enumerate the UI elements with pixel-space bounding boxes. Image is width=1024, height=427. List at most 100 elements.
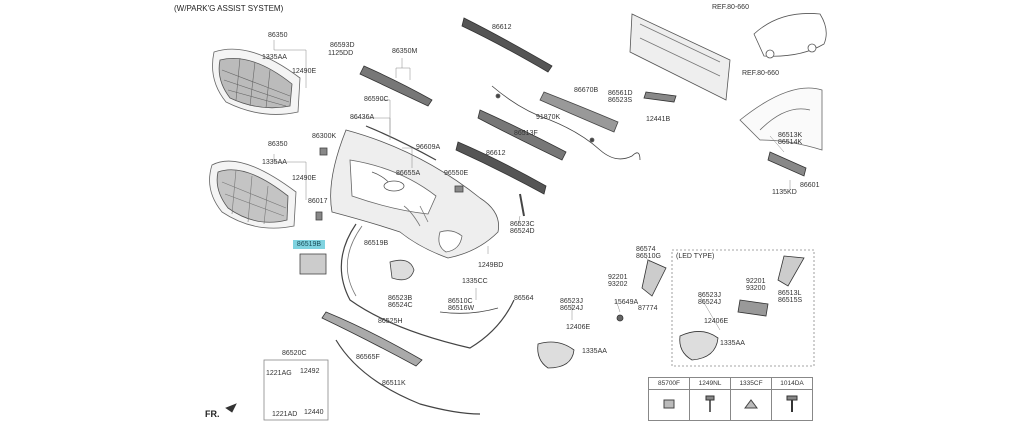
front-direction-label: FR.	[205, 409, 220, 419]
legend-header[interactable]: 1335CF	[730, 377, 772, 390]
vehicle-silhouette	[753, 13, 827, 59]
clip-86017	[315, 211, 323, 221]
skid-plate	[321, 311, 423, 367]
reference-label[interactable]: REF.80-660	[742, 70, 779, 77]
part-label[interactable]: 86524D	[510, 228, 535, 235]
part-label[interactable]: 1125DD	[328, 50, 354, 57]
part-label[interactable]: 86436A	[350, 114, 375, 121]
part-label[interactable]: 86510C	[448, 298, 473, 305]
part-label[interactable]: 1249BD	[478, 262, 504, 269]
part-label[interactable]: 86564	[514, 295, 534, 302]
part-label[interactable]: 1135KD	[772, 189, 797, 196]
part-label[interactable]: 1335AA	[262, 54, 287, 61]
part-label[interactable]: 86612	[486, 150, 506, 157]
part-label[interactable]: 86561D	[608, 90, 633, 97]
part-label[interactable]: 12490E	[292, 68, 317, 75]
legend-header[interactable]: 85700F	[648, 377, 690, 390]
part-label[interactable]: 86593D	[330, 42, 355, 49]
bracket-86561d	[643, 91, 677, 103]
part-label[interactable]: 86670B	[574, 87, 599, 94]
part-label[interactable]: 86524J	[698, 299, 721, 306]
part-label[interactable]: 93200	[746, 285, 766, 292]
part-label[interactable]: 86514K	[778, 139, 803, 146]
reference-label[interactable]: REF.80-660	[712, 4, 749, 11]
part-label[interactable]: 93202	[608, 281, 628, 288]
part-label[interactable]: 86524C	[388, 302, 413, 309]
upper-grille	[212, 48, 301, 115]
part-label[interactable]: 96550E	[444, 170, 469, 177]
part-label[interactable]: 86516W	[448, 305, 475, 312]
part-label[interactable]: 12406E	[704, 318, 729, 325]
bracket-86670b	[539, 91, 619, 133]
part-label[interactable]: 86612	[492, 24, 512, 31]
part-label[interactable]: 12440	[304, 409, 324, 416]
part-label[interactable]: 86655A	[396, 170, 421, 177]
grille-strip	[359, 65, 433, 107]
part-label[interactable]: 86513L	[778, 290, 802, 297]
part-label[interactable]: 91870K	[536, 114, 561, 121]
part-label[interactable]: 86590C	[364, 96, 389, 103]
bumper-beam	[629, 13, 731, 101]
legend-header[interactable]: 1014DA	[771, 377, 813, 390]
highlighted-part-label[interactable]: 86519B	[293, 240, 325, 249]
part-label[interactable]: 86017	[308, 198, 328, 205]
lower-lip	[340, 223, 515, 349]
lip-molding	[439, 307, 499, 314]
part-label[interactable]: 86565F	[356, 354, 380, 361]
part-label[interactable]: 86601	[800, 182, 820, 189]
part-label[interactable]: 15649A	[614, 299, 639, 306]
led-type-box	[671, 249, 815, 367]
part-label[interactable]: 86523S	[608, 97, 633, 104]
part-label[interactable]: 86520C	[282, 350, 307, 357]
part-label[interactable]: 86519B	[364, 240, 389, 247]
fog-lamp	[616, 314, 624, 322]
lower-spoiler	[335, 339, 481, 415]
part-label[interactable]: 86513K	[778, 132, 803, 139]
part-label[interactable]: 92201	[608, 274, 628, 281]
bumper-cover	[330, 129, 499, 259]
legend-header[interactable]: 1249NL	[689, 377, 731, 390]
nut-1335cf-icon	[730, 389, 772, 421]
molding-86436a	[365, 125, 437, 161]
part-label[interactable]: 92201	[746, 278, 766, 285]
part-label[interactable]: 86525H	[378, 318, 403, 325]
part-label[interactable]: 1335CC	[462, 278, 488, 285]
led-bracket	[777, 255, 805, 287]
screw-1249nl-icon	[689, 389, 731, 421]
part-label[interactable]: 1221AG	[266, 370, 292, 377]
clip-96550e	[454, 185, 464, 193]
part-label[interactable]: 86300K	[312, 133, 337, 140]
part-label[interactable]: 1335AA	[582, 348, 607, 355]
part-label[interactable]: 1335AA	[262, 159, 287, 166]
part-label[interactable]: 86523C	[510, 221, 535, 228]
part-label[interactable]: 86511K	[382, 380, 406, 387]
part-label[interactable]: 86523J	[560, 298, 583, 305]
diagram-title: (W/PARK'G ASSIST SYSTEM)	[174, 4, 284, 13]
fog-cover-left	[389, 259, 415, 281]
part-label[interactable]: 86350	[268, 141, 288, 148]
lower-grille	[209, 160, 297, 229]
part-label[interactable]: 1221AD	[272, 411, 298, 418]
part-label[interactable]: 12406E	[566, 324, 591, 331]
part-label[interactable]: 86510G	[636, 253, 661, 260]
part-label[interactable]: 96609A	[416, 144, 441, 151]
part-label[interactable]: 86574	[636, 246, 656, 253]
fastener-legend-table: 85700F 1249NL 1335CF 1014DA	[648, 377, 813, 421]
part-label[interactable]: 12490E	[292, 175, 317, 182]
part-label[interactable]: 86350	[268, 32, 288, 39]
part-label[interactable]: 1335AA	[720, 340, 745, 347]
part-label[interactable]: 86524J	[560, 305, 583, 312]
front-arrow-icon	[225, 403, 237, 413]
part-label[interactable]: 86523B	[388, 295, 413, 302]
part-label[interactable]: 87774	[638, 305, 658, 312]
part-label[interactable]: 12492	[300, 368, 320, 375]
led-cover	[679, 331, 719, 361]
part-label[interactable]: 86523J	[698, 292, 721, 299]
part-label[interactable]: 12441B	[646, 116, 671, 123]
fender	[739, 87, 823, 151]
sensor-bracket	[519, 193, 525, 217]
part-label[interactable]: 86350M	[392, 48, 418, 55]
part-label[interactable]: 86515S	[778, 297, 803, 304]
part-label[interactable]: 86513F	[514, 130, 538, 137]
bracket-86513k	[767, 151, 807, 177]
